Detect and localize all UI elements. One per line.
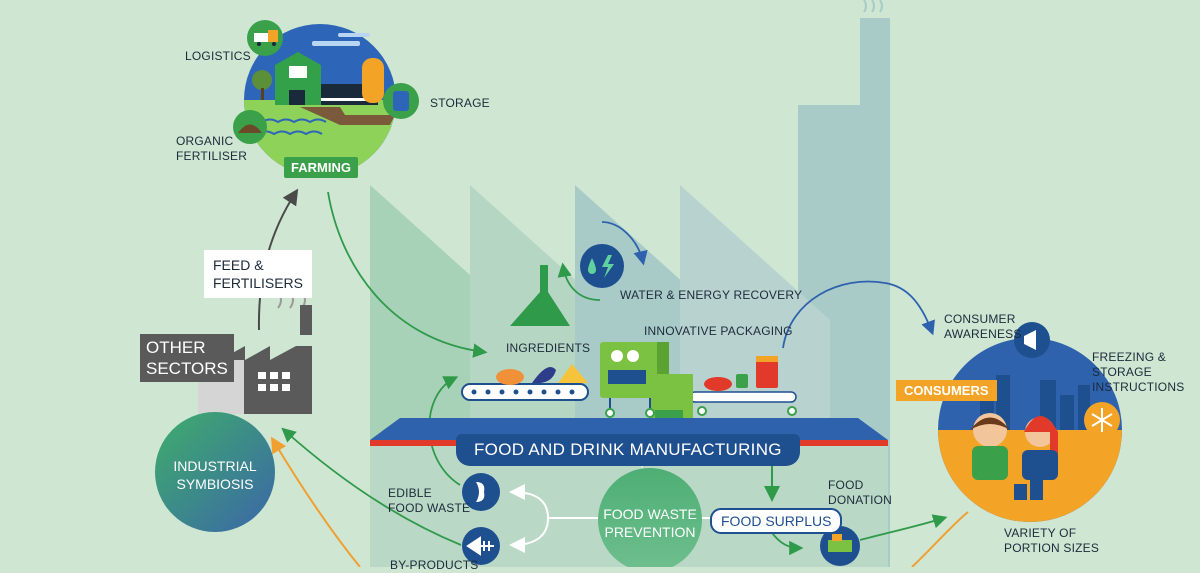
innovative-packaging-label: INNOVATIVE PACKAGING — [644, 324, 793, 338]
farming-badge: FARMING — [284, 157, 358, 178]
freezing-line2: STORAGE — [1092, 365, 1152, 379]
industrial-symbiosis-circle — [155, 412, 275, 532]
portion-line2: PORTION SIZES — [1004, 541, 1100, 555]
edible-food-waste-label: EDIBLE FOOD WASTE — [388, 486, 470, 516]
freezing-line1: FREEZING & — [1092, 350, 1167, 364]
freezing-line3: INSTRUCTIONS — [1092, 380, 1185, 394]
food-surplus-pill: FOOD SURPLUS — [710, 508, 843, 534]
awareness-line1: CONSUMER — [944, 312, 1016, 326]
food-waste-prevention-line1: FOOD WASTE — [603, 506, 697, 522]
industrial-symbiosis-label: INDUSTRIAL SYMBIOSIS — [155, 457, 275, 493]
feed-line1: FEED & — [213, 257, 264, 273]
organic-fertiliser-line2: FERTILISER — [176, 149, 248, 163]
water-energy-recovery-label: WATER & ENERGY RECOVERY — [620, 288, 803, 302]
industrial-symbiosis-line2: SYMBIOSIS — [176, 476, 254, 492]
awareness-line2: AWARENESS — [944, 327, 1022, 341]
other-sectors-line2: SECTORS — [146, 359, 228, 378]
ingredients-hopper — [510, 265, 570, 326]
logistics-label: LOGISTICS — [185, 49, 251, 63]
donation-line1: FOOD — [828, 478, 864, 492]
by-products-label: BY-PRODUCTS — [390, 558, 479, 572]
feed-line2: FERTILISERS — [213, 275, 303, 291]
consumers-badge: CONSUMERS — [896, 380, 997, 401]
industrial-symbiosis-line1: INDUSTRIAL — [173, 458, 257, 474]
other-sectors-line1: OTHER — [146, 338, 206, 357]
donation-line2: DONATION — [828, 493, 893, 507]
feed-fertilisers-box: FEED & FERTILISERS — [204, 250, 312, 298]
other-sectors-label: OTHER SECTORS — [140, 334, 234, 382]
food-waste-prevention-line2: PREVENTION — [604, 524, 696, 540]
portion-sizes-label: VARIETY OF PORTION SIZES — [1004, 526, 1099, 556]
food-waste-prevention-label: FOOD WASTE PREVENTION — [598, 505, 702, 541]
organic-fertiliser-line1: ORGANIC — [176, 134, 234, 148]
edible-line2: FOOD WASTE — [388, 501, 471, 515]
food-drink-manufacturing-banner: FOOD AND DRINK MANUFACTURING — [456, 434, 800, 466]
organic-fertiliser-label: ORGANIC FERTILISER — [176, 134, 247, 164]
food-donation-label: FOOD DONATION — [828, 478, 892, 508]
portion-line1: VARIETY OF — [1004, 526, 1077, 540]
freezing-storage-label: FREEZING & STORAGE INSTRUCTIONS — [1092, 350, 1184, 395]
farming-circle — [233, 20, 419, 176]
edible-line1: EDIBLE — [388, 486, 432, 500]
storage-label: STORAGE — [430, 96, 490, 110]
water-energy-icon — [580, 244, 624, 288]
ingredients-label: INGREDIENTS — [506, 341, 591, 355]
consumer-awareness-label: CONSUMER AWARENESS — [944, 312, 1022, 342]
